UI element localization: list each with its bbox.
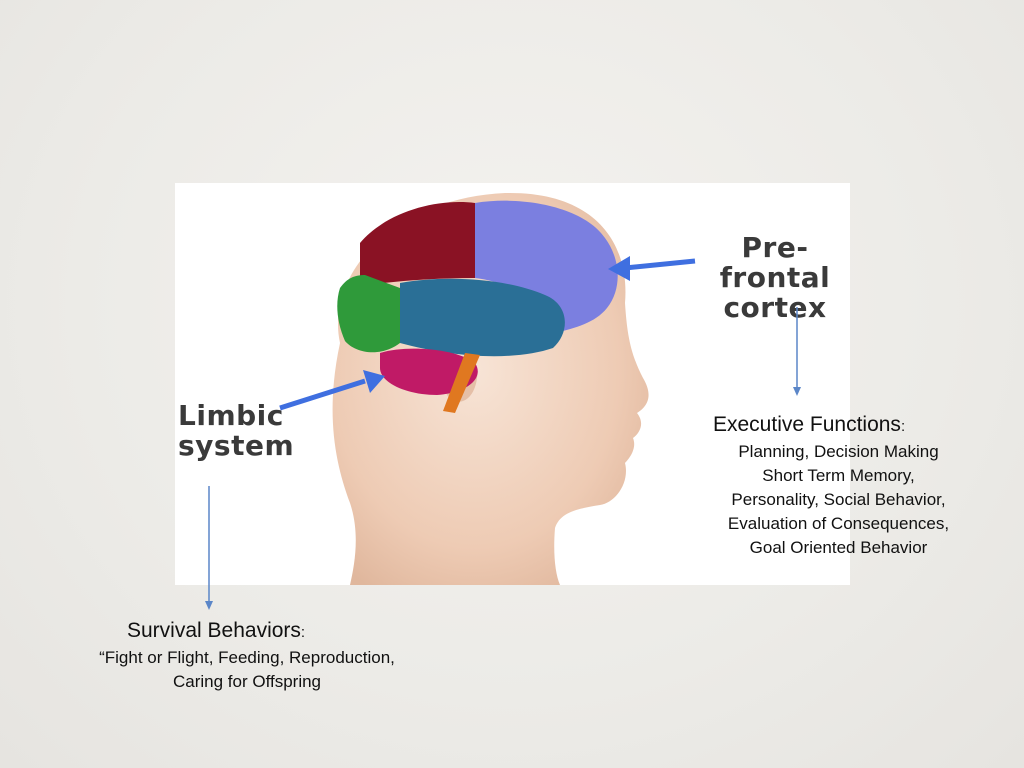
frontal-lobe — [475, 200, 618, 333]
heading-colon: : — [900, 418, 906, 435]
arrow-prefrontal — [608, 256, 696, 281]
list-item: Planning, Decision Making — [738, 442, 939, 461]
connector-survival — [205, 486, 213, 610]
parietal-lobe — [360, 202, 475, 286]
executive-functions-heading: Executive Functions: — [713, 413, 905, 437]
heading-text: Survival Behaviors — [127, 619, 301, 642]
label-prefrontal-cortex: Pre-frontal cortex — [700, 233, 850, 323]
label-line: Limbic — [178, 399, 284, 432]
head-illustration — [279, 192, 696, 585]
heading-text: Executive Functions — [713, 413, 901, 436]
executive-functions-list: Planning, Decision Making Short Term Mem… — [700, 440, 977, 560]
label-limbic-system: Limbic system — [178, 399, 295, 462]
label-line: cortex — [723, 291, 827, 324]
arrow-shaft — [624, 258, 696, 271]
survival-behaviors-list: “Fight or Flight, Feeding, Reproduction,… — [60, 646, 434, 694]
list-item: Caring for Offspring — [172, 672, 322, 691]
arrow-limbic — [279, 370, 385, 411]
list-item: “Fight or Flight, Feeding, Reproduction, — [99, 648, 395, 667]
arrow-head — [608, 256, 630, 281]
occipital-lobe — [337, 275, 400, 353]
connector-executive — [793, 307, 801, 396]
connector-arrowhead — [793, 387, 801, 396]
cerebellum — [380, 348, 478, 395]
list-item: Goal Oriented Behavior — [749, 538, 928, 557]
heading-colon: : — [300, 624, 306, 641]
list-item: Evaluation of Consequences, — [727, 514, 950, 533]
label-line: system — [178, 429, 295, 462]
temporal-lobe — [400, 278, 565, 357]
label-line: Pre-frontal — [719, 231, 831, 294]
survival-behaviors-heading: Survival Behaviors: — [127, 619, 305, 643]
list-item: Personality, Social Behavior, — [731, 490, 946, 509]
arrow-head — [363, 370, 385, 393]
brain-diagram-image: Pre-frontal cortex Limbic system — [175, 183, 850, 585]
brainstem — [443, 353, 480, 413]
connector-arrowhead — [205, 601, 213, 610]
arrow-shaft — [279, 378, 366, 411]
list-item: Short Term Memory, — [762, 466, 915, 485]
